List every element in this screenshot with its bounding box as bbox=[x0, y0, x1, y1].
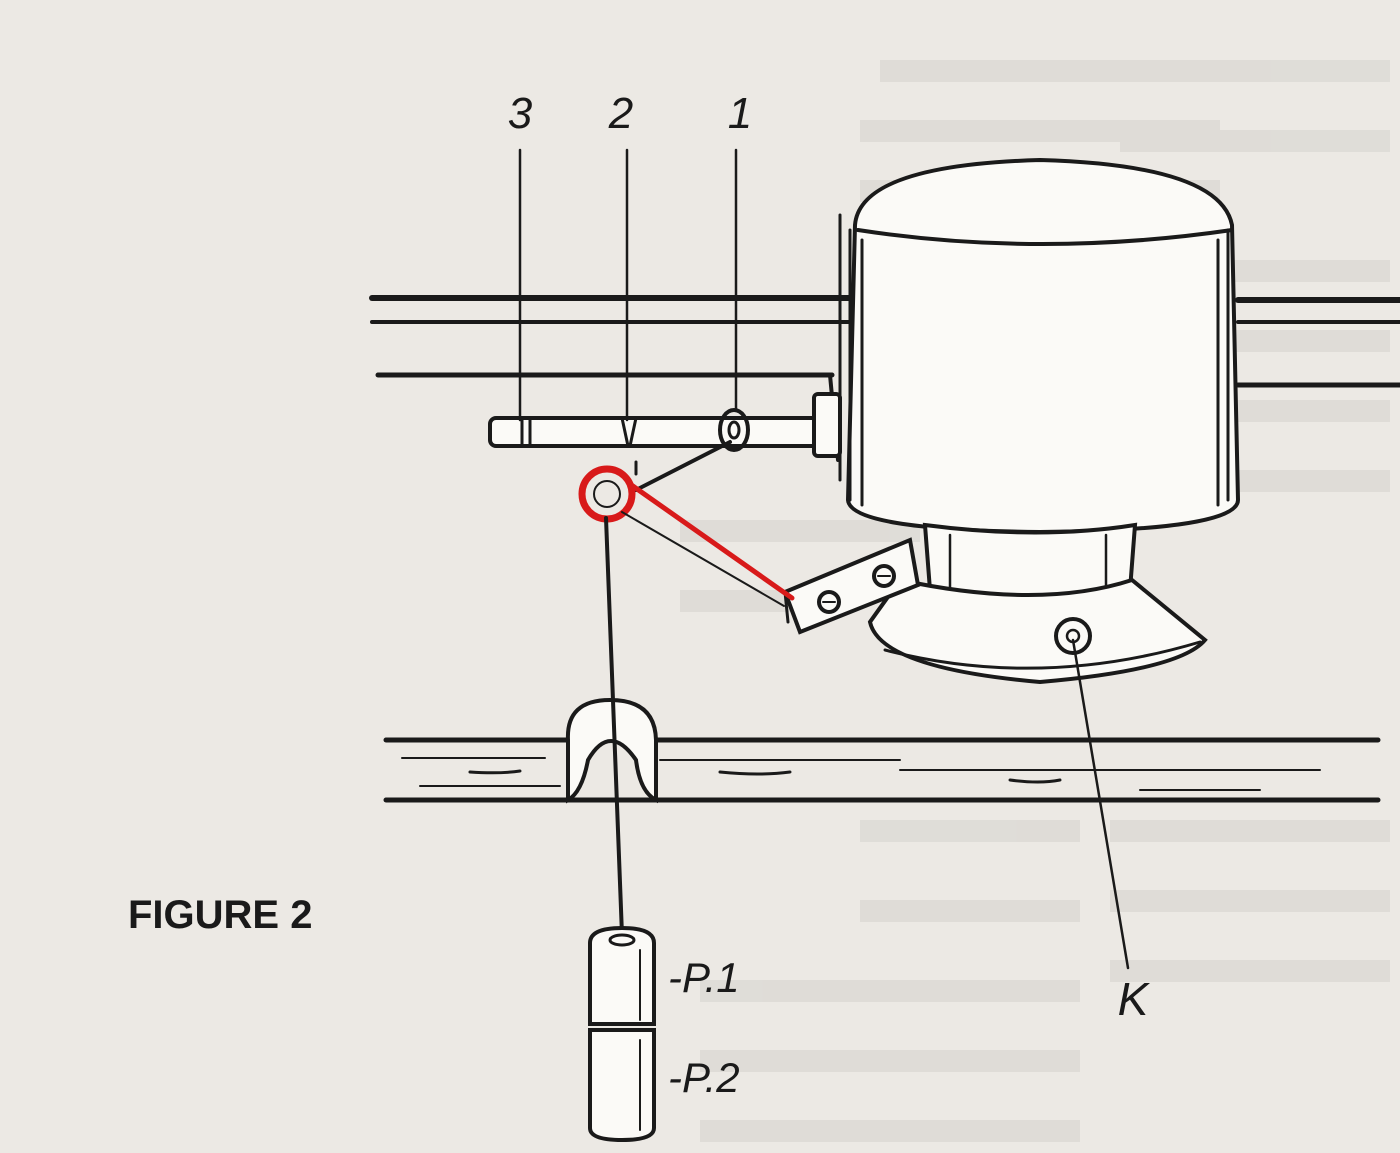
link-rod bbox=[634, 440, 732, 492]
hanging-wire bbox=[604, 516, 624, 937]
position-markers bbox=[518, 148, 738, 422]
weight-stack bbox=[588, 925, 656, 1143]
mounting-bracket bbox=[782, 537, 921, 635]
weight-label-p2: -P.2 bbox=[668, 1054, 740, 1101]
position-label-3: 3 bbox=[508, 89, 533, 138]
knob-k bbox=[1054, 617, 1130, 970]
lower-beam bbox=[383, 737, 1381, 803]
upper-rail bbox=[369, 295, 1400, 324]
motor-housing bbox=[838, 157, 1241, 685]
selector-shaft bbox=[488, 392, 842, 458]
weight-label-p1: -P.1 bbox=[668, 954, 740, 1001]
position-label-1: 1 bbox=[728, 89, 752, 138]
knob-label: K bbox=[1118, 973, 1151, 1025]
position-label-2: 2 bbox=[608, 89, 633, 138]
figure-caption: FIGURE 2 bbox=[128, 893, 312, 937]
saddle-clamp bbox=[565, 697, 658, 804]
